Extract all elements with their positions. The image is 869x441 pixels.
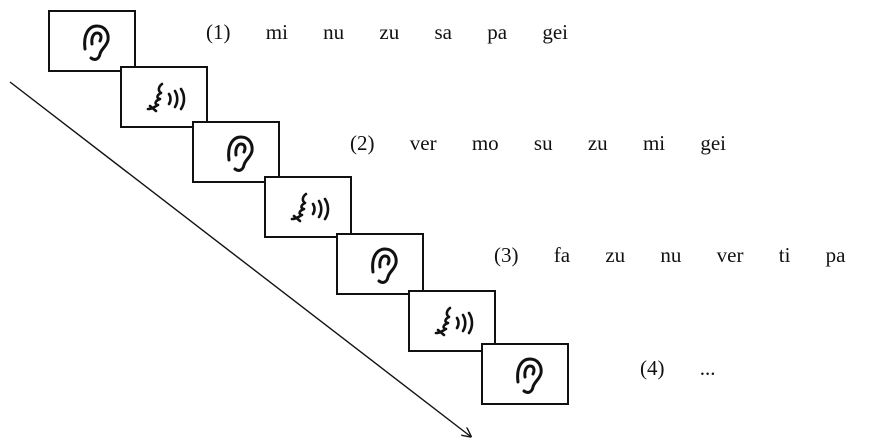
time-arrow-line <box>9 81 470 436</box>
syllable: sa <box>434 20 453 44</box>
syllable: mi <box>642 131 666 155</box>
card-speak-1 <box>120 66 208 128</box>
ear-icon <box>516 357 543 394</box>
speaking-mouth-icon <box>290 192 330 223</box>
syllable: ver <box>716 243 744 267</box>
syllable: zu <box>587 131 608 155</box>
sequence-number: (4) <box>640 356 665 380</box>
syllable: ti <box>778 243 791 267</box>
sequence-number: (1) <box>206 20 231 44</box>
speaking-mouth-icon <box>434 306 474 337</box>
card-speak-2 <box>264 176 352 238</box>
syllable: zu <box>605 243 626 267</box>
ellipsis: ... <box>699 356 716 380</box>
card-listen-2 <box>192 121 280 183</box>
sequence-number: (3) <box>494 243 519 267</box>
syllable: nu <box>323 20 345 44</box>
syllable: ver <box>409 131 437 155</box>
syllable: pa <box>825 243 846 267</box>
ear-icon <box>227 135 254 172</box>
sequence-number: (2) <box>350 131 375 155</box>
ear-icon <box>83 24 110 61</box>
syllable: gei <box>542 20 568 44</box>
syllable: gei <box>700 131 727 155</box>
syllable: fa <box>553 243 571 267</box>
card-speak-3 <box>408 290 496 352</box>
card-listen-4 <box>481 343 569 405</box>
syllable: pa <box>487 20 508 44</box>
card-listen-1 <box>48 10 136 72</box>
sequence-1: (1) mi nu zu sa pa gei <box>206 22 598 43</box>
sequence-3: (3) fa zu nu ver ti pa <box>494 245 845 266</box>
syllable: zu <box>379 20 400 44</box>
sequence-2: (2) ver mo su zu mi gei <box>350 133 756 154</box>
syllable: nu <box>660 243 682 267</box>
syllable: su <box>533 131 553 155</box>
syllable: mi <box>265 20 288 44</box>
card-listen-3 <box>336 233 424 295</box>
syllable: mo <box>471 131 499 155</box>
sequence-4: (4) ... <box>640 358 716 379</box>
speaking-mouth-icon <box>146 82 186 113</box>
ear-icon <box>371 247 398 284</box>
